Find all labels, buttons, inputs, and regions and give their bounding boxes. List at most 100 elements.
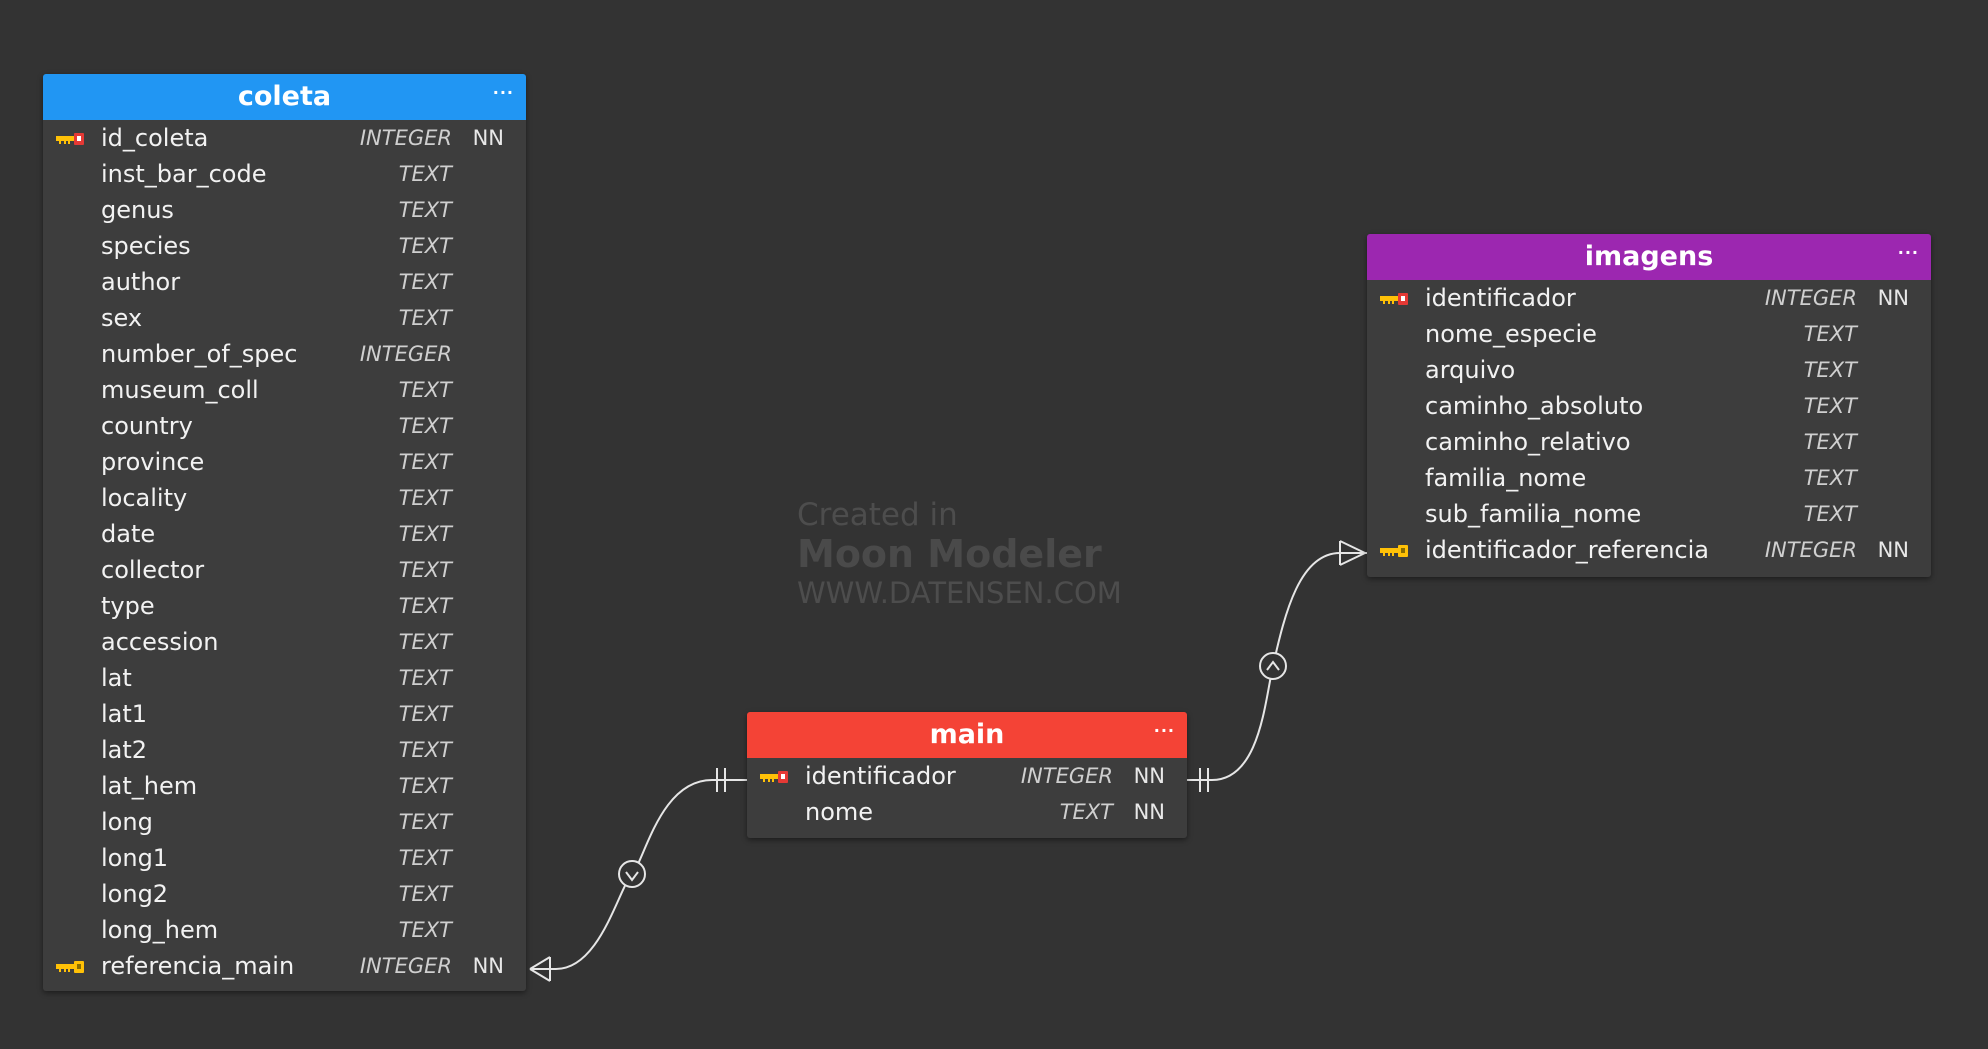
column-name: caminho_relativo [1425,428,1631,456]
column-name: arquivo [1425,356,1516,384]
column-row[interactable]: genus TEXT [43,192,526,228]
column-name: locality [101,484,188,512]
column-type: TEXT [398,630,452,654]
table-header[interactable]: main ··· [747,712,1187,758]
column-type: TEXT [398,414,452,438]
primary-key-icon [759,769,789,783]
column-type: TEXT [398,450,452,474]
table-menu-icon[interactable]: ··· [1153,721,1175,740]
relationship-handle [618,860,646,888]
column-name: country [101,412,193,440]
column-not-null: NN [1133,800,1165,824]
column-row[interactable]: country TEXT [43,408,526,444]
column-type: TEXT [398,702,452,726]
column-row[interactable]: caminho_relativo TEXT [1367,424,1931,460]
table-header[interactable]: imagens ··· [1367,234,1931,280]
column-type: TEXT [398,882,452,906]
column-type: TEXT [398,810,452,834]
column-type: TEXT [398,666,452,690]
column-type: TEXT [398,918,452,942]
watermark-product: Moon Modeler [797,532,1102,576]
relationship-handle [1259,652,1287,680]
column-type: TEXT [1059,800,1113,824]
column-row[interactable]: inst_bar_code TEXT [43,156,526,192]
column-name: identificador [1425,284,1576,312]
column-not-null: NN [1877,538,1909,562]
column-type: TEXT [398,234,452,258]
column-name: inst_bar_code [101,160,267,188]
column-name: lat [101,664,132,692]
crowfoot-mark [529,968,551,982]
foreign-key-icon [1379,543,1409,557]
column-type: INTEGER [1764,538,1857,562]
column-row[interactable]: identificador_referencia INTEGER NN [1367,532,1931,568]
column-type: TEXT [1803,466,1857,490]
column-type: INTEGER [1020,764,1113,788]
column-type: TEXT [398,522,452,546]
column-row[interactable]: long2 TEXT [43,876,526,912]
column-name: long2 [101,880,169,908]
column-row[interactable]: museum_coll TEXT [43,372,526,408]
foreign-key-icon [55,959,85,973]
column-row[interactable]: long_hem TEXT [43,912,526,948]
column-name: type [101,592,155,620]
column-row[interactable]: lat TEXT [43,660,526,696]
column-type: TEXT [1803,394,1857,418]
column-not-null: NN [1877,286,1909,310]
column-name: long1 [101,844,169,872]
column-type: TEXT [398,774,452,798]
crowfoot-mark [1339,552,1366,566]
table-header[interactable]: coleta ··· [43,74,526,120]
column-type: TEXT [398,162,452,186]
relationship-handle-glyph [1266,660,1280,671]
table-title: main [929,719,1005,750]
column-not-null: NN [472,954,504,978]
column-name: identificador_referencia [1425,536,1709,564]
crowfoot-mark [1339,540,1366,554]
column-type: TEXT [398,306,452,330]
table-title: imagens [1584,241,1714,272]
column-name: nome_especie [1425,320,1597,348]
watermark-created-in: Created in [797,497,958,533]
column-type: TEXT [398,198,452,222]
column-name: long_hem [101,916,219,944]
table-title: coleta [237,81,332,112]
column-name: genus [101,196,174,224]
column-type: TEXT [1803,430,1857,454]
column-type: TEXT [398,378,452,402]
table-menu-icon[interactable]: ··· [492,83,514,102]
column-type: INTEGER [359,954,452,978]
table-menu-icon[interactable]: ··· [1897,243,1919,262]
column-name: museum_coll [101,376,259,404]
